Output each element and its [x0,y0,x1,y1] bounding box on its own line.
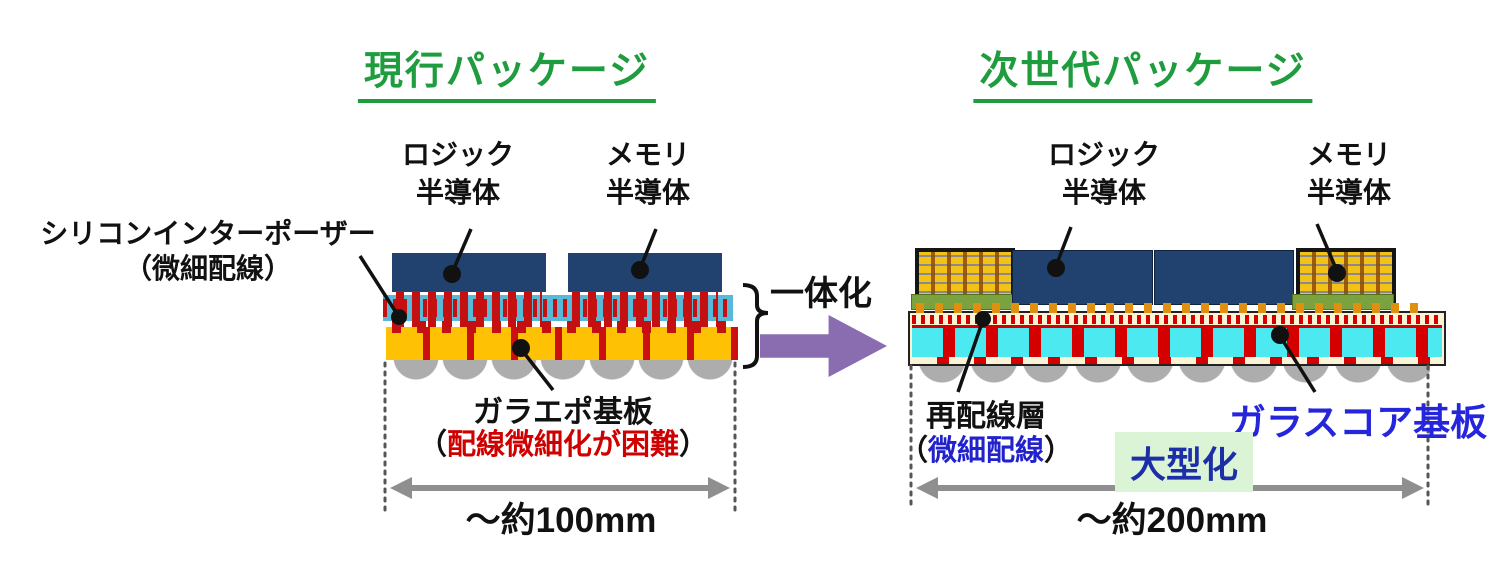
glass-core-layer [912,325,1442,357]
right-logic-die-2 [1154,250,1294,305]
rdl-sublabel: （微細配線） [898,435,1074,467]
right-logic-die-label: ロジック 半導体 [1047,139,1161,208]
microbumps-left-die [396,291,542,327]
left-memory-die [568,253,722,292]
left-memory-die-label: メモリ 半導体 [605,139,691,208]
integration-label: 一体化 [770,275,872,313]
glass-core-vias [912,328,1442,357]
glass-core-substrate [908,311,1446,366]
right-logic-die-1 [1012,250,1153,305]
transition-arrow [760,315,887,377]
right-dimension-text: ～約200mm [1076,501,1268,540]
wiring-difficulty-note: 配線微細化が困難 [446,429,680,461]
glass-epoxy-note: （配線微細化が困難） [417,429,709,461]
substrate-bottom-wiring [912,357,1442,364]
rdl-label: 再配線層 [926,400,1046,433]
right-memory-die-label: メモリ 半導体 [1306,139,1392,208]
left-package-title: 現行パッケージ [357,40,657,103]
right-package-title: 次世代パッケージ [973,40,1313,103]
interposer-sublabel: （微細配線） [123,253,293,284]
right-memory-stack-left [915,248,1015,304]
left-logic-die-label: ロジック 半導体 [401,139,515,208]
left-solder-balls [392,360,736,381]
left-dimension-text: ～約100mm [465,501,657,540]
interposer-label: シリコンインターポーザー [40,218,376,249]
die-to-substrate-bumps [916,303,1428,313]
microbumps-right-die [572,291,718,327]
glass-epoxy-label: ガラエポ基板 [473,396,653,429]
fine-wiring-note: 微細配線 [927,435,1045,467]
left-logic-die [392,253,546,292]
upsizing-badge: 大型化 [1114,432,1254,492]
glass-core-label: ガラスコア基板 [1228,402,1488,443]
redistribution-layer [912,315,1442,324]
